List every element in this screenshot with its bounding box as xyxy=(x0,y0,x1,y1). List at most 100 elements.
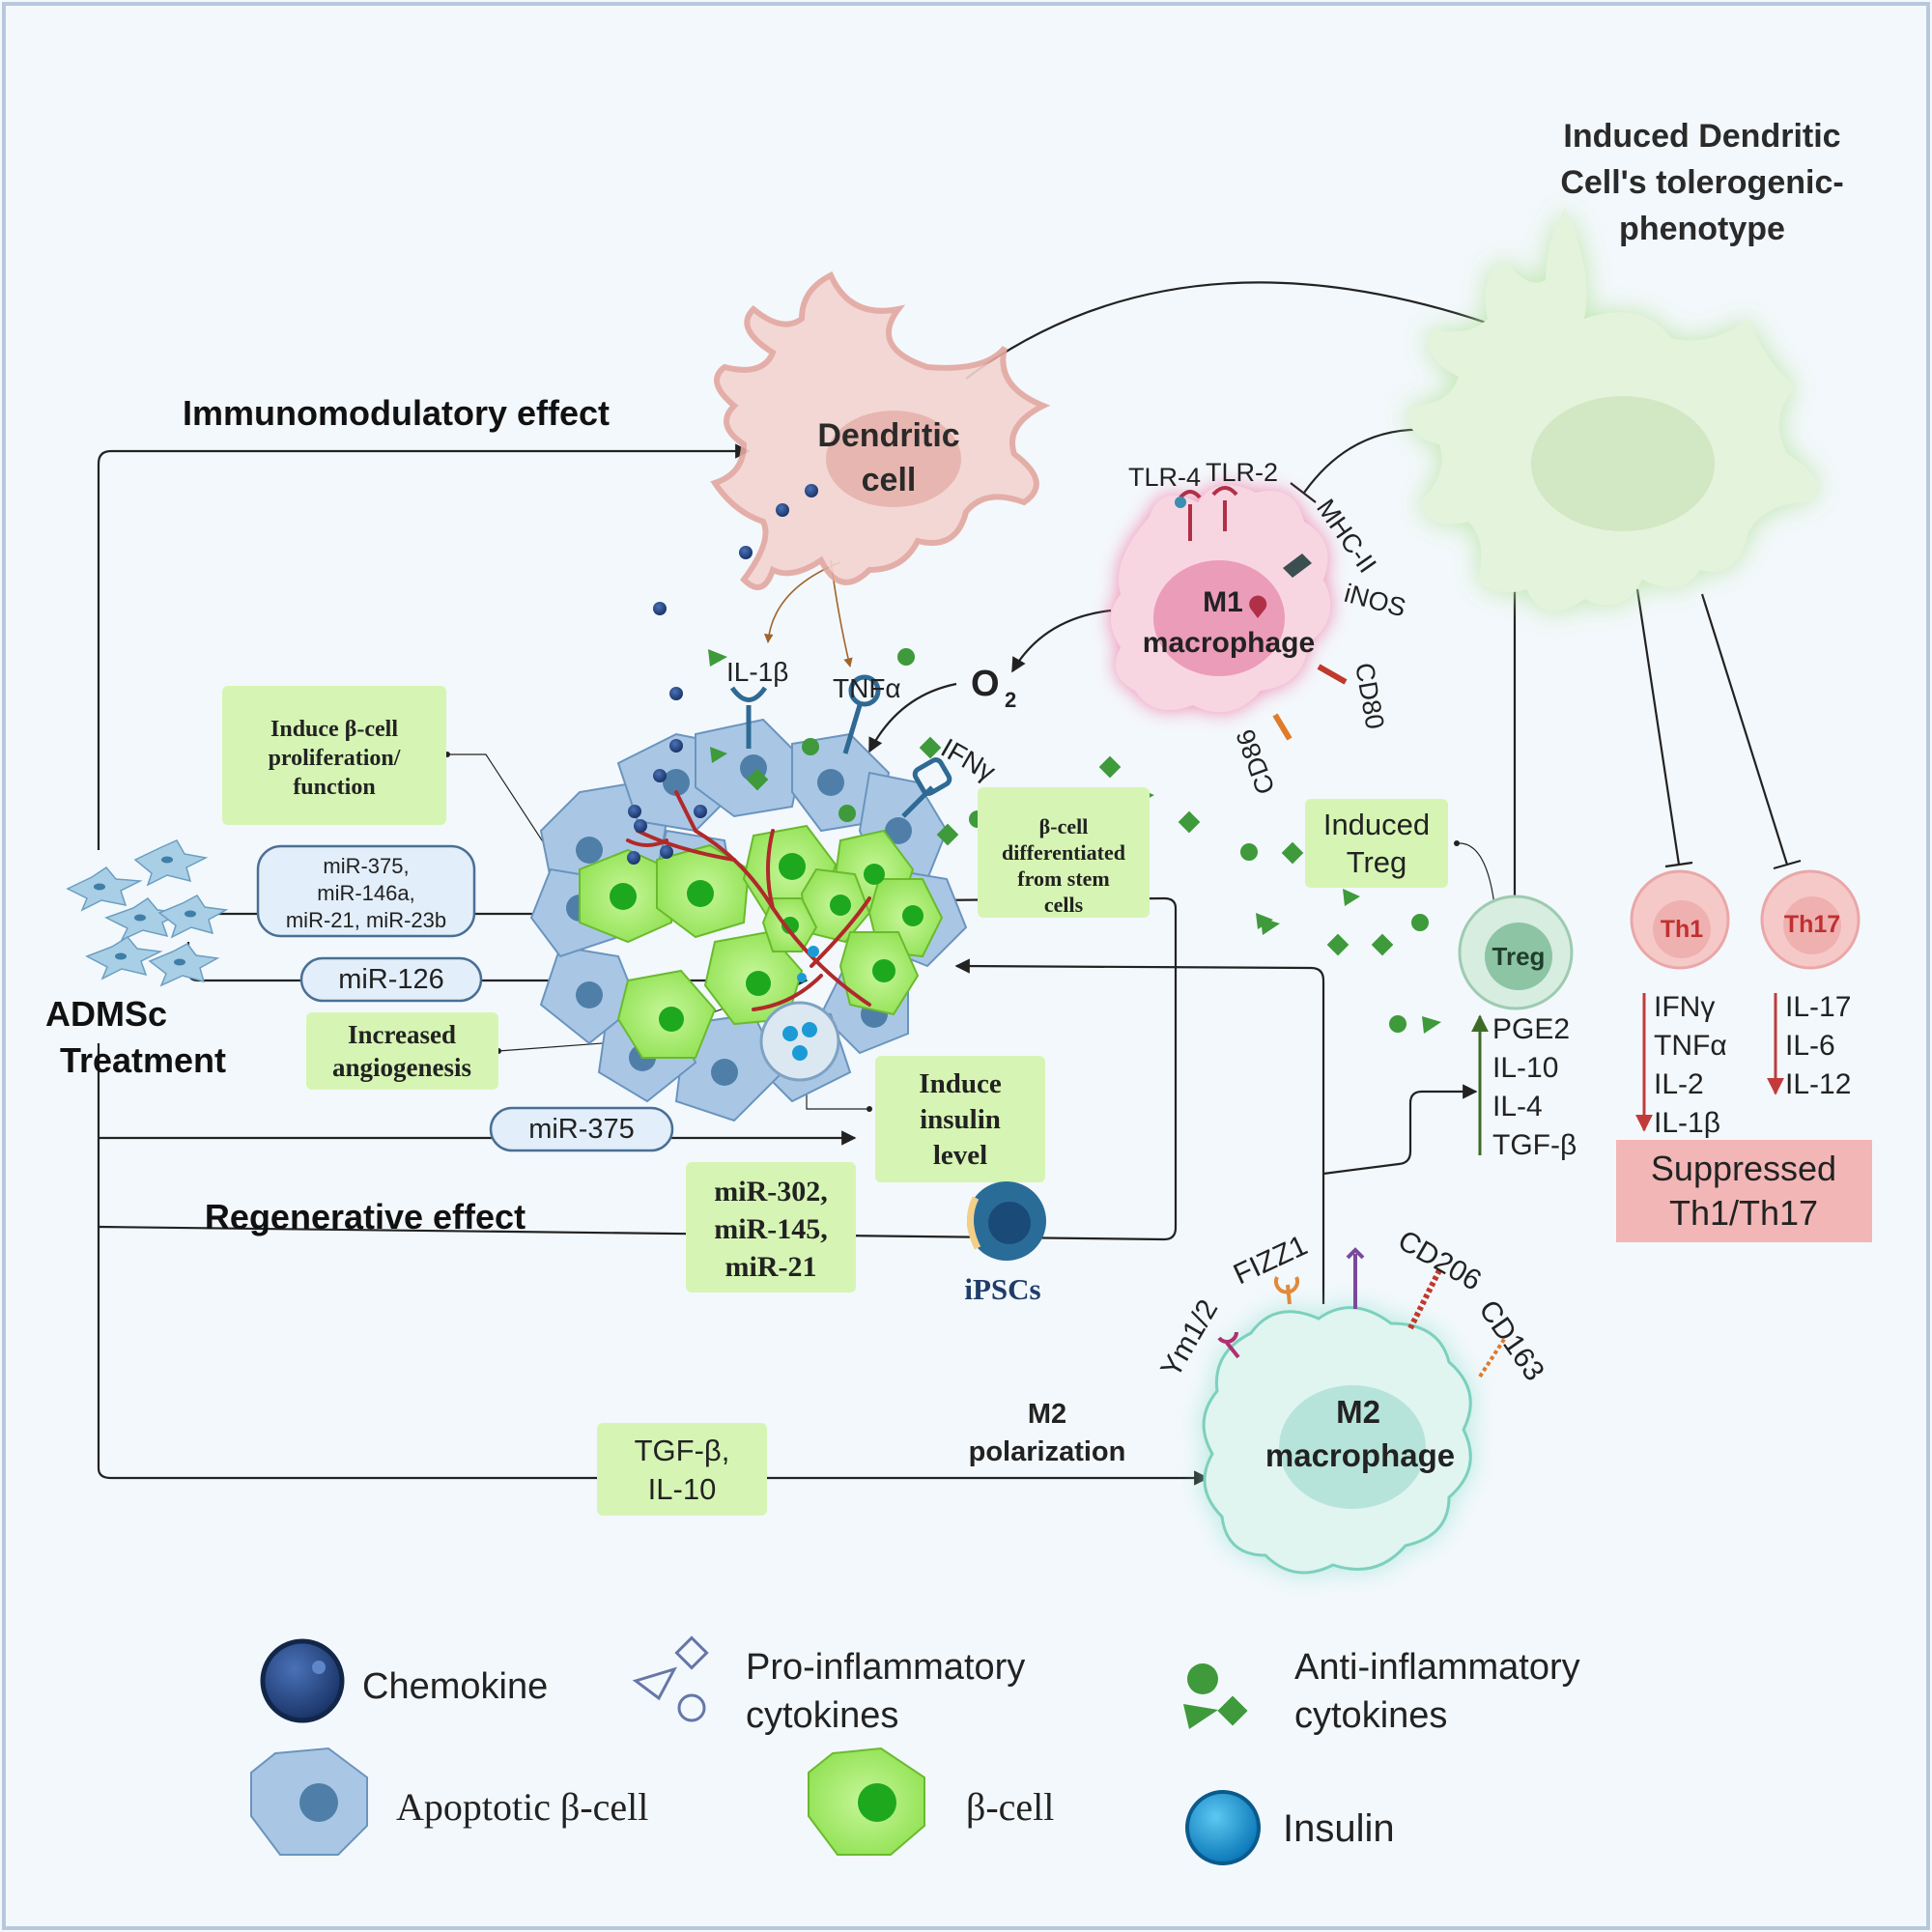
legend-insulin: Insulin xyxy=(1185,1790,1395,1865)
insulin-vesicle xyxy=(759,1001,840,1082)
m2-polarization-label-2: polarization xyxy=(969,1436,1126,1467)
cd163-label: CD163 xyxy=(1472,1294,1550,1386)
svg-text:IL-6: IL-6 xyxy=(1785,1030,1835,1062)
cd80-icon xyxy=(1317,664,1348,685)
svg-text:miR-375: miR-375 xyxy=(528,1114,635,1145)
svg-text:Treg: Treg xyxy=(1347,845,1407,879)
cd163-icon xyxy=(1478,1336,1507,1378)
il1b-receptor-icon xyxy=(729,686,768,749)
svg-text:miR-145,: miR-145, xyxy=(714,1213,827,1245)
regenerative-label: Regenerative effect xyxy=(205,1197,526,1236)
svg-text:Increased: Increased xyxy=(348,1020,456,1049)
cd86-icon xyxy=(1272,713,1293,741)
svg-text:differentiated: differentiated xyxy=(1002,840,1125,865)
svg-text:Chemokine: Chemokine xyxy=(362,1666,548,1707)
chemokine-particles xyxy=(627,484,818,865)
svg-text:angiogenesis: angiogenesis xyxy=(332,1053,471,1082)
angiogenesis-box: Increased angiogenesis xyxy=(306,1012,498,1090)
svg-text:IL-1β: IL-1β xyxy=(1654,1107,1720,1139)
svg-text:IL-10: IL-10 xyxy=(648,1472,717,1506)
legend: Chemokine Pro-inflammatory cytokines Ant… xyxy=(250,1635,1580,1865)
suppressed-box: Suppressed Th1/Th17 xyxy=(1616,1140,1872,1242)
pro-diamond-icon xyxy=(674,1635,709,1670)
legend-apoptotic-beta-cell: Apoptotic β-cell xyxy=(250,1747,648,1856)
svg-text:TGF-β,: TGF-β, xyxy=(635,1434,730,1467)
treg-cell: Treg xyxy=(1458,895,1574,1010)
fizz1-icon xyxy=(1274,1276,1299,1305)
tlr2-label: TLR-2 xyxy=(1206,458,1278,487)
th1-cytokine-list: IFNγ TNFα IL-2 IL-1β xyxy=(1654,991,1727,1139)
legend-chemokine: Chemokine xyxy=(260,1638,548,1723)
dendritic-cell: Dendritic cell xyxy=(710,270,1051,590)
svg-text:miR-302,: miR-302, xyxy=(714,1176,827,1208)
svg-text:proliferation/: proliferation/ xyxy=(269,746,401,771)
svg-text:function: function xyxy=(293,775,375,800)
treg-label: Treg xyxy=(1492,942,1546,971)
islet-cluster xyxy=(529,718,968,1122)
tolerogenic-dendritic-cell: Induced Dendritic Cell's tolerogenic- ph… xyxy=(1408,118,1844,611)
tlr2-receptor-icon xyxy=(1211,486,1238,531)
pro-triangle-icon xyxy=(632,1666,678,1701)
beta-differentiated-box: β-cell differentiated from stem cells xyxy=(978,787,1150,918)
dendritic-label-2: cell xyxy=(862,462,917,498)
svg-text:miR-375,: miR-375, xyxy=(323,854,409,878)
svg-text:IL-2: IL-2 xyxy=(1654,1068,1704,1100)
svg-text:IL-12: IL-12 xyxy=(1785,1068,1851,1100)
m1-macrophage: M1 macrophage TLR-4 TLR-2 MHC-II iNOS CD… xyxy=(1111,458,1409,798)
fizz1-label: FIZZ1 xyxy=(1229,1230,1312,1292)
mir126-box: miR-126 xyxy=(299,956,483,1003)
tolerogenic-title-3: phenotype xyxy=(1619,211,1785,247)
svg-text:β-cell: β-cell xyxy=(966,1785,1054,1829)
inos-label: iNOS xyxy=(1341,579,1408,623)
tlr4-receptor-icon xyxy=(1179,490,1202,541)
svg-text:Th1/Th17: Th1/Th17 xyxy=(1669,1193,1818,1233)
ifng-receptor-icon xyxy=(912,757,952,796)
th17-label: Th17 xyxy=(1784,911,1840,938)
ym12-icon xyxy=(1217,1331,1240,1359)
svg-text:Insulin: Insulin xyxy=(1283,1807,1395,1850)
svg-text:Induce β-cell: Induce β-cell xyxy=(270,717,398,742)
oxygen-label: O 2 xyxy=(971,664,1016,712)
th17-cytokine-list: IL-17 IL-6 IL-12 xyxy=(1785,991,1851,1100)
induced-treg-box: Induced Treg xyxy=(1305,799,1448,888)
immunomodulatory-label: Immunomodulatory effect xyxy=(183,393,610,433)
th1-label: Th1 xyxy=(1661,916,1704,943)
ifng-label: IFNγ xyxy=(936,732,1001,786)
m2-label-1: M2 xyxy=(1336,1394,1380,1430)
chemokine-icon xyxy=(260,1638,345,1723)
th17-cell: Th17 xyxy=(1760,869,1861,970)
induce-beta-box: Induce β-cell proliferation/ function xyxy=(222,686,446,825)
mhc2-icon xyxy=(1283,554,1312,578)
svg-text:cytokines: cytokines xyxy=(1294,1695,1447,1736)
legend-pro-inflammatory: Pro-inflammatory cytokines xyxy=(632,1635,1025,1736)
tolerogenic-title-2: Cell's tolerogenic- xyxy=(1560,164,1843,201)
anti-triangle-icon xyxy=(1183,1704,1218,1729)
cd80-label: CD80 xyxy=(1350,661,1390,731)
anti-diamond-icon xyxy=(1217,1695,1248,1726)
tolerogenic-title-1: Induced Dendritic xyxy=(1563,118,1840,155)
svg-text:Induced: Induced xyxy=(1323,808,1430,841)
admsc-label-1: ADMSc xyxy=(45,994,167,1034)
svg-text:IL-17: IL-17 xyxy=(1785,991,1851,1023)
insulin-icon xyxy=(1185,1790,1261,1865)
mir-group-box: miR-375, miR-146a, miR-21, miR-23b xyxy=(256,844,476,938)
svg-text:miR-146a,: miR-146a, xyxy=(317,881,414,905)
pro-circle-icon xyxy=(677,1693,706,1722)
svg-text:O: O xyxy=(971,664,1000,704)
svg-text:cells: cells xyxy=(1044,893,1084,917)
tnfa-label: TNFα xyxy=(833,673,901,703)
m2-macrophage: M2 macrophage Ym1/2 FIZZ1 CD206 CD163 xyxy=(1154,1224,1550,1575)
ipsc-cell: iPSCs xyxy=(964,1181,1046,1306)
legend-anti-inflammatory: Anti-inflammatory cytokines xyxy=(1183,1647,1580,1736)
svg-text:β-cell: β-cell xyxy=(1039,814,1089,838)
induce-insulin-box: Induce insulin level xyxy=(875,1056,1045,1182)
admsc-label-2: Treatment xyxy=(60,1040,226,1080)
svg-text:Pro-inflammatory: Pro-inflammatory xyxy=(746,1647,1025,1688)
m1-label-1: M1 xyxy=(1203,586,1243,618)
svg-text:Induce: Induce xyxy=(919,1068,1002,1099)
admsc-cells xyxy=(66,839,229,987)
il1b-label: IL-1β xyxy=(726,657,788,687)
cd86-label: CD86 xyxy=(1231,725,1281,798)
ym12-label: Ym1/2 xyxy=(1154,1294,1224,1383)
